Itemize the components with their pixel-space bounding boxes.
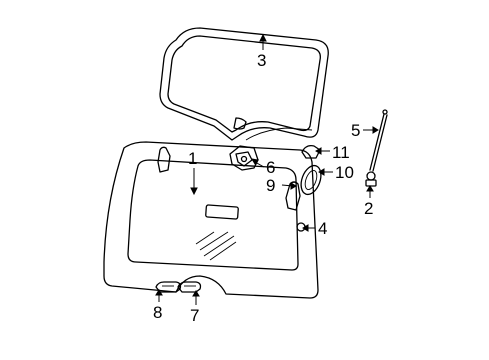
clip-icon (301, 144, 321, 159)
callout-11: 11 (332, 143, 350, 162)
callout-3: 3 (257, 51, 266, 70)
callout-6: 6 (266, 158, 275, 177)
seal-icon (300, 164, 322, 196)
callout-10: 10 (335, 163, 354, 182)
washer-hose-icon (369, 109, 388, 172)
callout-2: 2 (364, 199, 373, 218)
latch-icon (229, 145, 259, 171)
liftgate-glass-icon (103, 141, 319, 299)
leader-lines (155, 33, 379, 305)
callout-5: 5 (351, 121, 360, 140)
washer-nozzle-icon (365, 171, 377, 187)
callout-4: 4 (318, 219, 327, 238)
callout-1: 1 (188, 149, 197, 168)
weatherstrip-icon (159, 27, 329, 141)
washer-hose-icon (245, 127, 313, 141)
hinge-icon (157, 146, 301, 211)
callout-7: 7 (190, 306, 199, 325)
callout-labels: 3 1 6 9 11 10 5 2 4 8 7 (153, 51, 373, 325)
callout-9: 9 (266, 176, 275, 195)
bracket-icon (177, 281, 202, 293)
callout-8: 8 (153, 303, 162, 322)
